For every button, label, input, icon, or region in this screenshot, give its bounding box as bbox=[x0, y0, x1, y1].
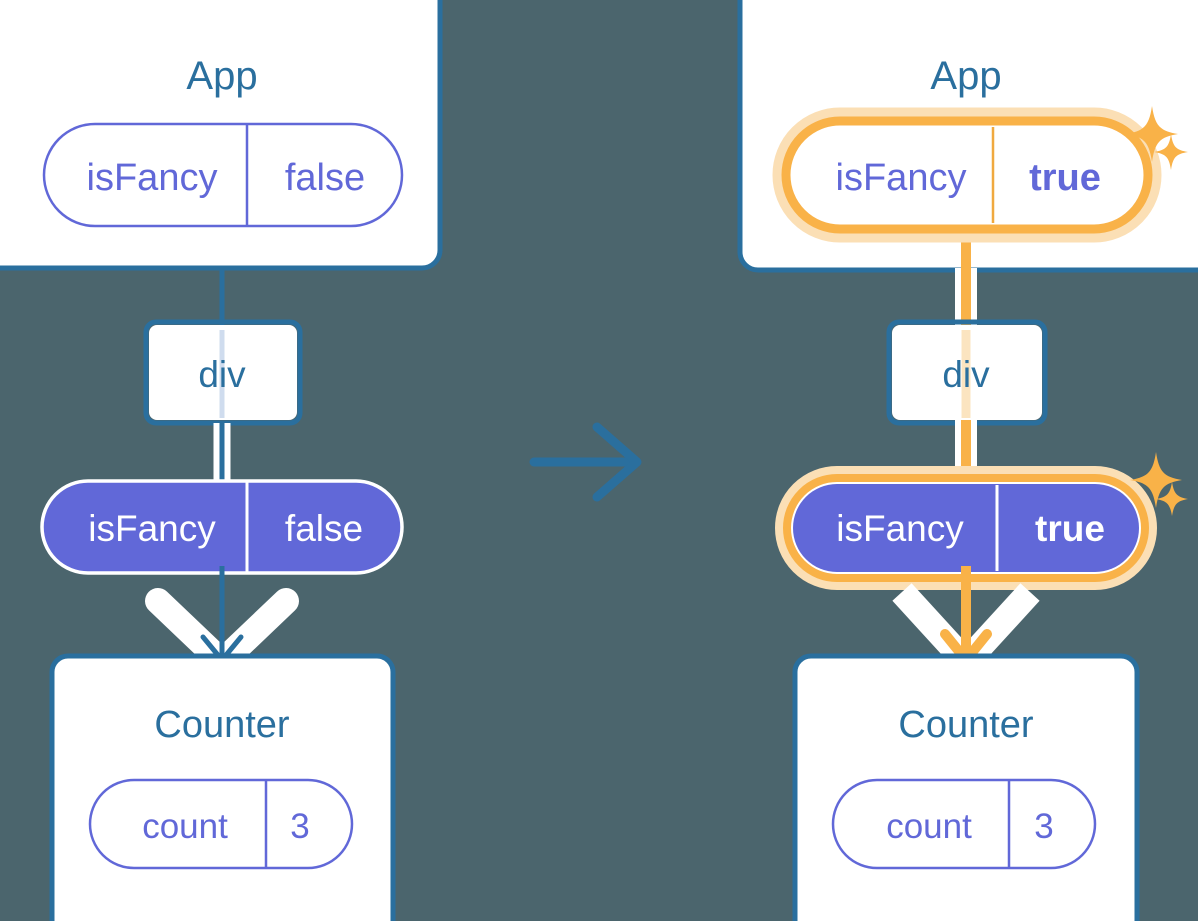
right-counter-pill-value: 3 bbox=[1034, 807, 1053, 846]
left-counter-pill-body bbox=[88, 778, 354, 870]
left-diagram: App isFancy false div isFancy bbox=[0, 0, 443, 921]
right-prop-pill-body bbox=[793, 484, 1139, 572]
left-app-heading: App bbox=[186, 54, 257, 98]
right-diagram: App isFancy true div bbox=[737, 0, 1198, 921]
left-prop-pill-value: false bbox=[285, 508, 363, 549]
right-prop-sparkle-icon bbox=[1130, 452, 1188, 516]
right-prop-pill-key: isFancy bbox=[836, 508, 964, 549]
left-prop-pill: isFancy false bbox=[40, 479, 404, 575]
left-prop-pill-key: isFancy bbox=[88, 508, 216, 549]
right-app-pill-glow bbox=[772, 107, 1162, 243]
right-app-sparkle-icon bbox=[1126, 106, 1188, 170]
right-app-heading: App bbox=[930, 54, 1001, 98]
right-counter-pill: count 3 bbox=[831, 778, 1097, 870]
right-app-pill: isFancy true bbox=[836, 127, 1101, 223]
left-app-pill: isFancy false bbox=[42, 122, 404, 228]
left-counter-pill-value: 3 bbox=[290, 807, 309, 846]
right-app-pill-value: true bbox=[1029, 157, 1101, 199]
right-app-pill-ring bbox=[781, 116, 1153, 234]
left-app-pill-value: false bbox=[285, 157, 365, 199]
left-white-flow-arrow bbox=[145, 588, 299, 675]
left-app-pill-key: isFancy bbox=[87, 157, 218, 199]
left-counter-pill-key: count bbox=[142, 807, 228, 846]
transition-arrow-right-icon bbox=[529, 422, 642, 502]
right-prop-pill-value: true bbox=[1035, 508, 1105, 549]
right-app-pill-key: isFancy bbox=[836, 157, 967, 199]
right-counter-pill-key: count bbox=[886, 807, 972, 846]
right-counter-heading: Counter bbox=[898, 704, 1034, 746]
right-div-label: div bbox=[942, 354, 990, 395]
left-app-pill-body bbox=[42, 122, 404, 228]
right-counter-pill-body bbox=[831, 778, 1097, 870]
left-counter-heading: Counter bbox=[154, 704, 290, 746]
left-counter-pill: count 3 bbox=[88, 778, 354, 870]
right-prop-pill: isFancy true bbox=[793, 484, 1139, 572]
left-div-label: div bbox=[198, 354, 246, 395]
